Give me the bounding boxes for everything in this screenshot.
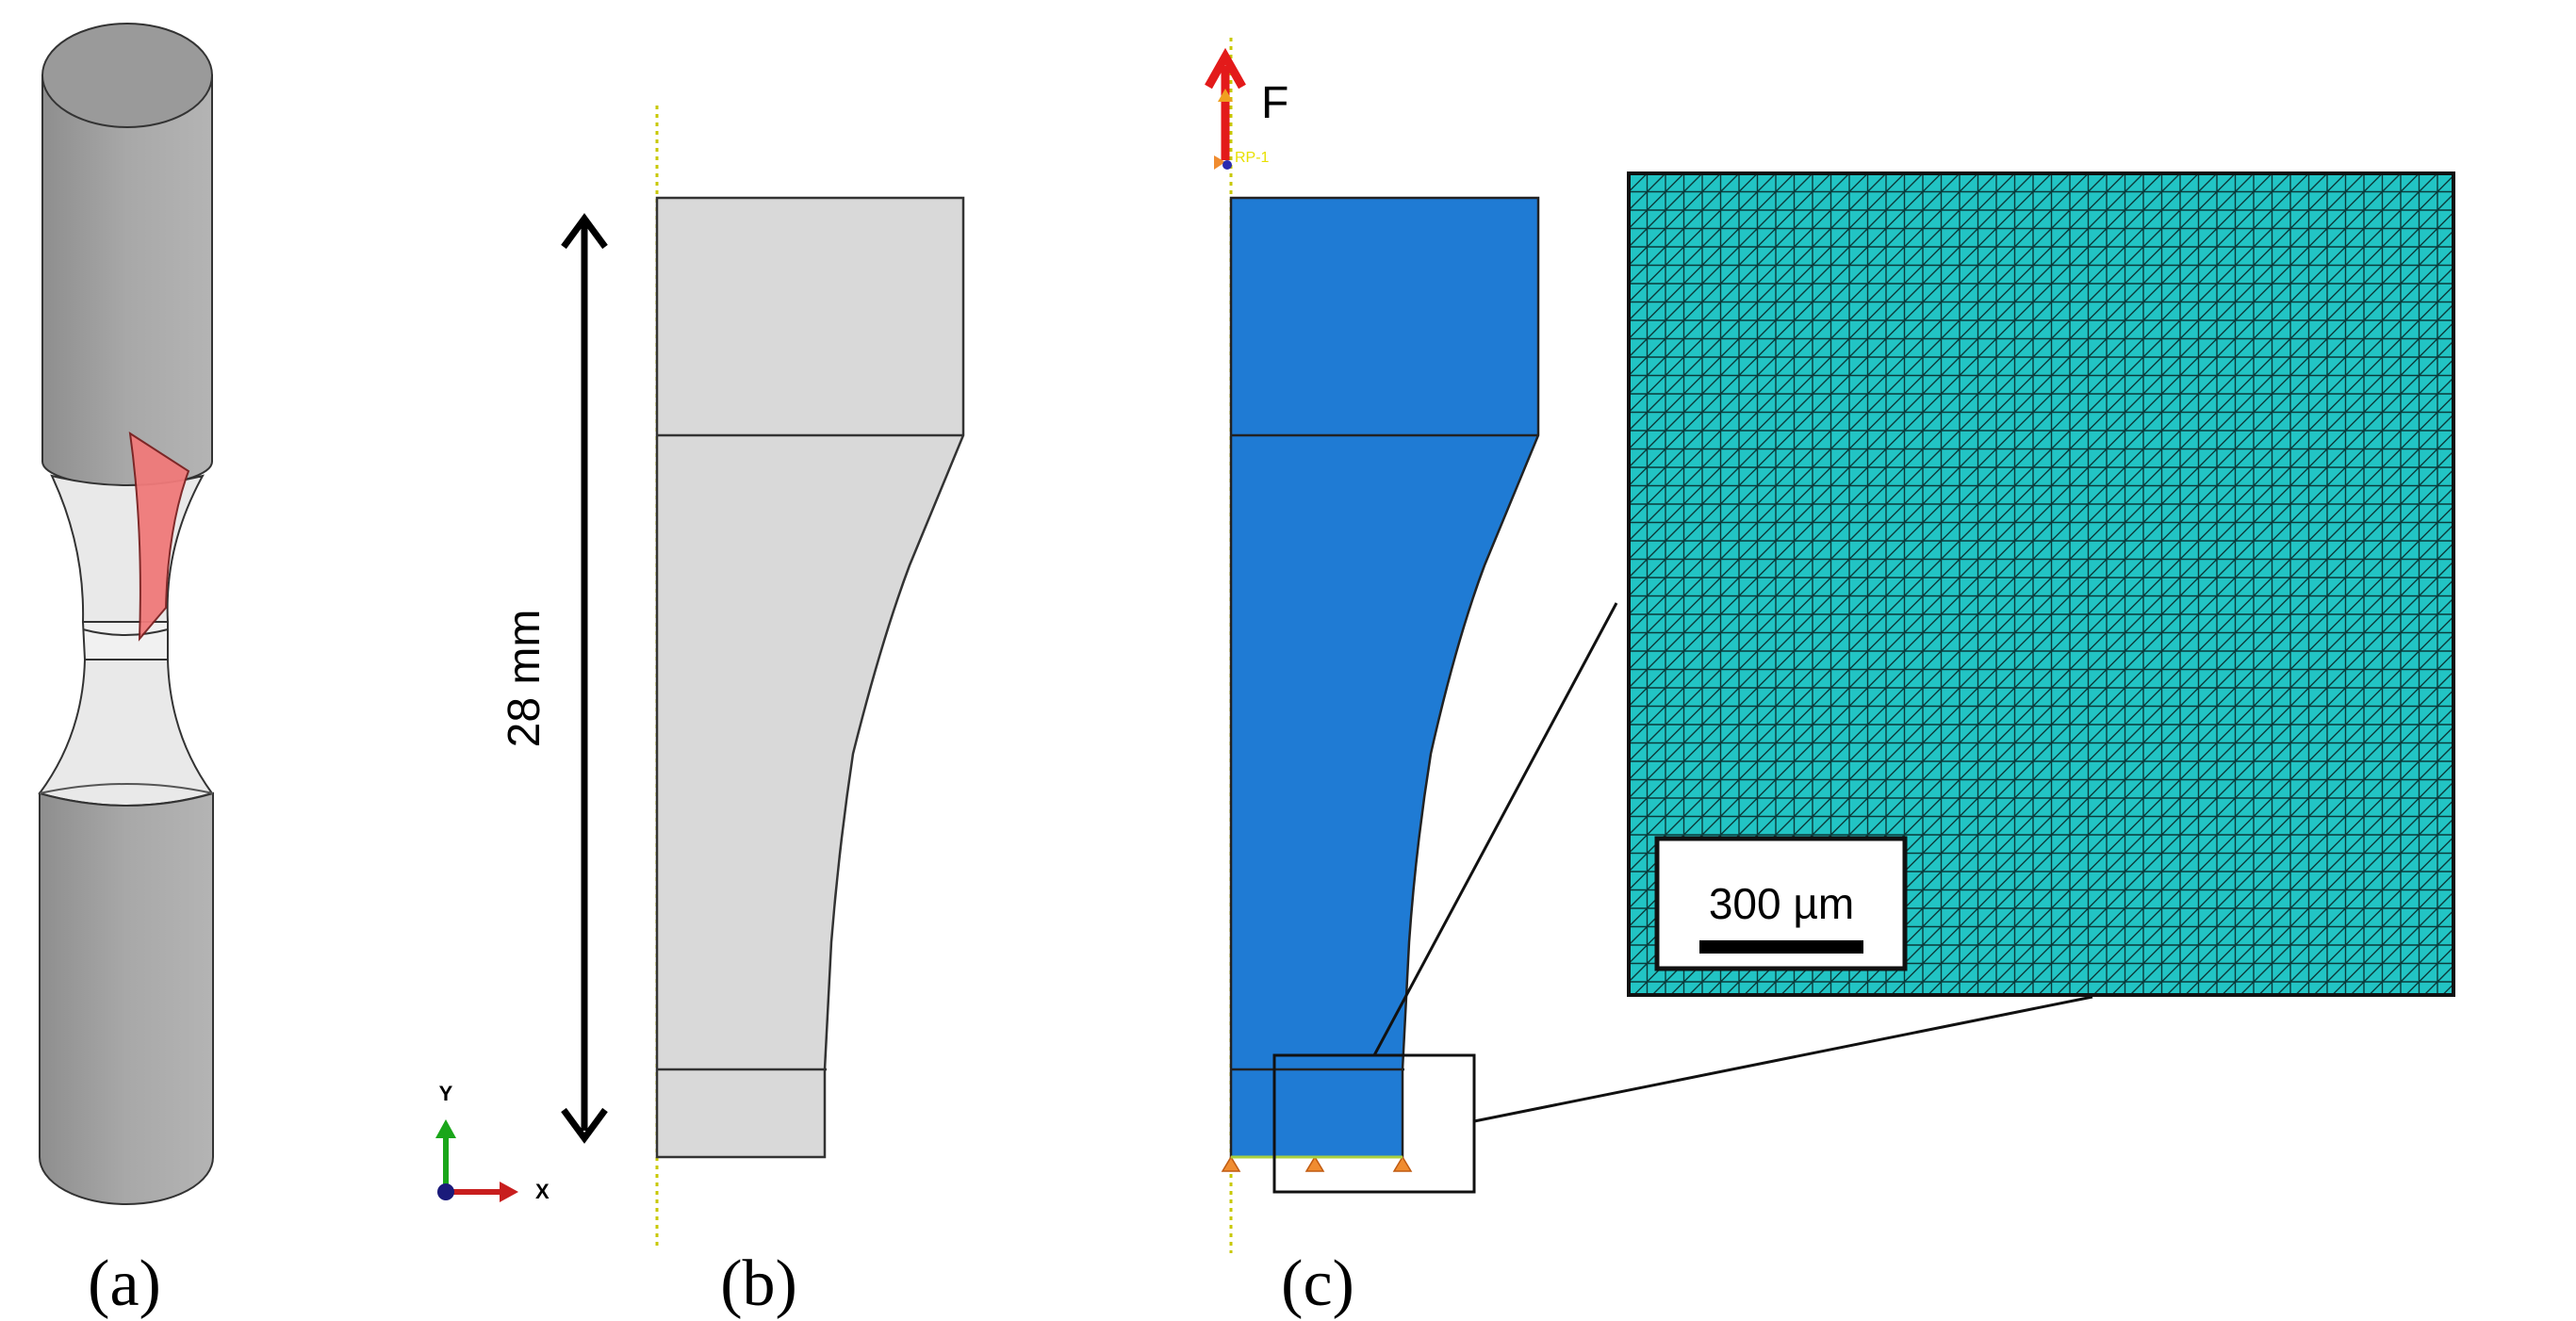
part-outline-c xyxy=(1229,196,1540,1159)
force-label: F xyxy=(1261,78,1288,128)
panel-c-label: (c) xyxy=(1281,1248,1354,1320)
force-arrow xyxy=(1205,47,1246,170)
axis-x-label: X xyxy=(535,1180,550,1203)
scale-bar xyxy=(1654,836,1908,971)
scale-bar-label: 300 µm xyxy=(1709,879,1854,928)
top-grip-cap xyxy=(41,23,213,128)
reference-point-label: RP-1 xyxy=(1235,150,1270,166)
panel-a-label: (a) xyxy=(88,1248,161,1320)
part-outline-b xyxy=(655,196,965,1159)
axis-y-label: Y xyxy=(439,1082,453,1105)
dimension-label: 28 mm xyxy=(500,610,550,748)
axis-triad xyxy=(435,1119,518,1202)
dimension-arrow xyxy=(561,213,608,1144)
neck-waist xyxy=(81,621,169,660)
panel-c: F RP-1 300 µm xyxy=(1205,38,2455,1253)
boundary-conditions xyxy=(1221,1155,1413,1172)
section-plane xyxy=(128,431,190,642)
top-grip-cylinder xyxy=(41,74,213,487)
panel-b: 28 mm Y X xyxy=(435,106,965,1248)
panel-a-specimen xyxy=(38,23,214,1205)
panel-b-label: (b) xyxy=(720,1248,797,1320)
bottom-grip-cylinder xyxy=(39,791,214,1205)
mesh-grid xyxy=(1629,173,2453,995)
